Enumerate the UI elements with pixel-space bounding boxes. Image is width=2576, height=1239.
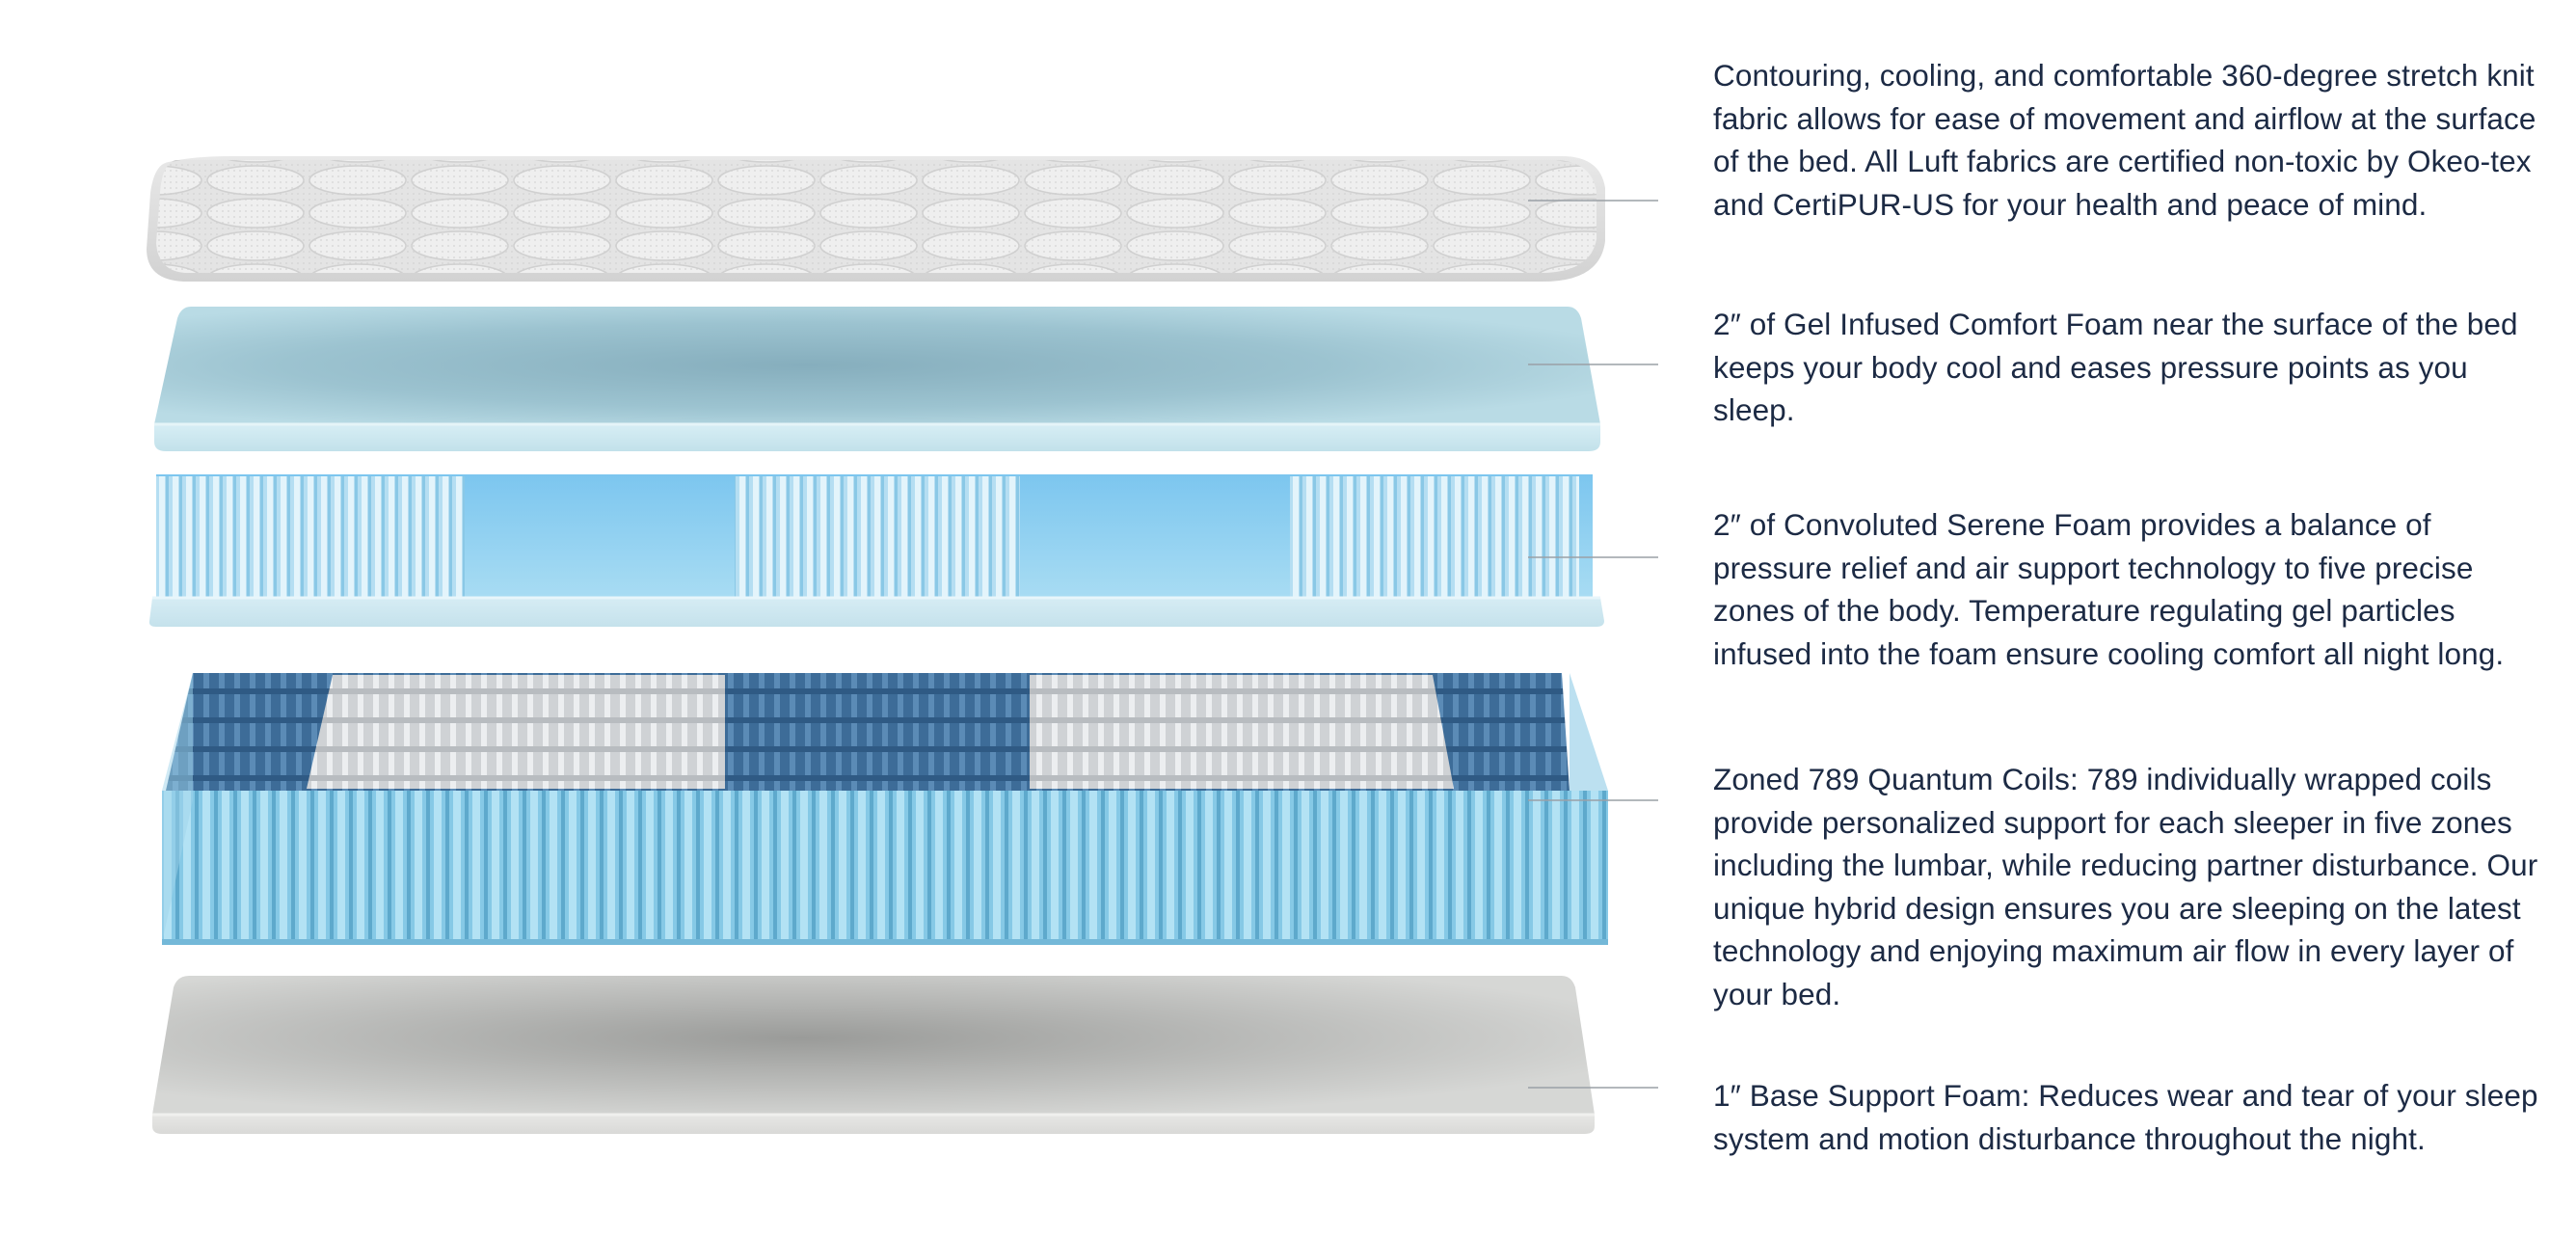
gel-foam-description: 2″ of Gel Infused Comfort Foam near the … (1713, 307, 2518, 427)
base-foam-description: 1″ Base Support Foam: Reduces wear and t… (1713, 1078, 2538, 1156)
gel-foam-layer (154, 307, 1600, 451)
coil-layer (162, 673, 1608, 945)
coils-description: Zoned 789 Quantum Coils: 789 individuall… (1713, 762, 2538, 1011)
convoluted-foam-layer (148, 474, 1604, 627)
convoluted-foam-description: 2″ of Convoluted Serene Foam provides a … (1713, 507, 2505, 671)
base-foam-layer (152, 976, 1595, 1134)
leader-lines (1528, 200, 1658, 1089)
fabric-cover-layer (147, 156, 1605, 282)
fabric-cover-description: Contouring, cooling, and comfortable 360… (1713, 58, 2536, 222)
